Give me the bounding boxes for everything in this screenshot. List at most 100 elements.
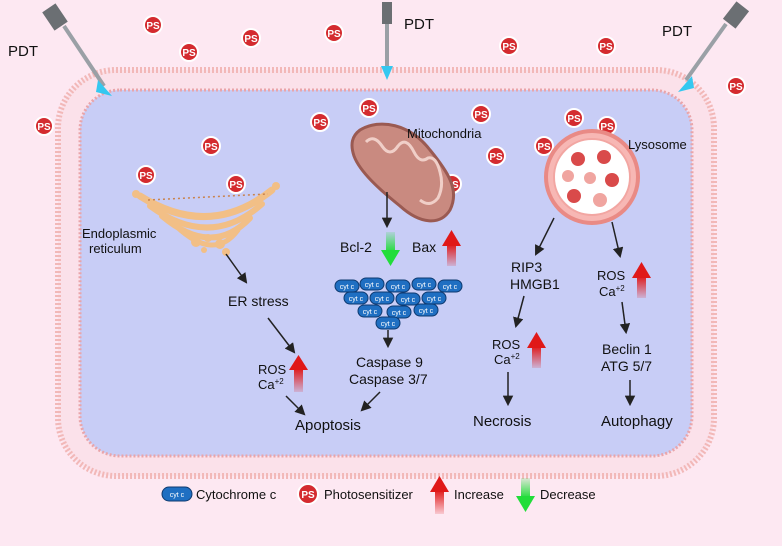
beclin1-label: Beclin 1 (602, 341, 652, 357)
legend-increase-label: Increase (454, 487, 504, 502)
increase-arrow-icon (442, 230, 461, 266)
svg-text:cyt c: cyt c (427, 296, 442, 303)
cytochrome-c-icon: cyt c (375, 316, 401, 330)
legend-decrease-arrow-icon (516, 478, 535, 512)
ps-badge: PS (34, 116, 54, 136)
svg-text:PS: PS (37, 122, 51, 133)
lysosome-icon (544, 129, 640, 225)
caspase37-label: Caspase 3/7 (349, 371, 428, 387)
ps-badge: PS (143, 15, 163, 35)
ca-text: Ca (258, 377, 275, 392)
cytochrome-c-icon: cyt c (359, 277, 385, 291)
ca-superscript: +2 (275, 377, 285, 386)
pdt-probe-right (678, 1, 750, 92)
atg57-label: ATG 5/7 (601, 358, 652, 374)
decrease-arrow-icon (381, 232, 400, 266)
arrow-ros-to-beclin (619, 301, 631, 335)
svg-text:PS: PS (537, 142, 551, 153)
ca-label-autophagy: Ca+2 (599, 284, 625, 299)
svg-text:cyt c: cyt c (443, 284, 458, 291)
svg-text:cyt c: cyt c (349, 296, 364, 303)
svg-text:PS: PS (301, 490, 315, 501)
necrosis-label: Necrosis (473, 413, 531, 430)
cytochrome-c-icon: cyt c (369, 291, 395, 305)
hmgb1-label: HMGB1 (510, 276, 560, 292)
legend-increase-arrow-icon (430, 476, 449, 514)
svg-text:PS: PS (313, 118, 327, 129)
svg-text:PS: PS (567, 114, 581, 125)
ca-superscript: +2 (616, 284, 626, 293)
arrow-caspase-to-apoptosis (360, 391, 381, 412)
svg-text:PS: PS (502, 42, 516, 53)
ps-badge: PS (534, 136, 554, 156)
svg-text:cyt c: cyt c (365, 282, 380, 289)
svg-text:cyt c: cyt c (417, 282, 432, 289)
cytochrome-c-icon: cyt c (343, 291, 369, 305)
cytochrome-c-icon: cyt c (386, 305, 412, 319)
er-label-line2: reticulum (89, 241, 142, 256)
ps-badge: PS (726, 76, 746, 96)
mitochondria-icon (350, 122, 456, 223)
bcl2-label: Bcl-2 (340, 239, 372, 255)
ps-badge: PS (241, 28, 261, 48)
svg-text:cyt c: cyt c (401, 297, 416, 304)
svg-text:PS: PS (146, 21, 160, 32)
bax-label: Bax (412, 239, 436, 255)
ca-superscript: +2 (511, 352, 521, 361)
cytochrome-c-icon: cyt c (334, 279, 360, 293)
legend: cyt c Cytochrome c PS Photosensitizer In… (161, 476, 596, 514)
endoplasmic-reticulum-icon (132, 182, 280, 256)
arrow-rip3-to-ros (513, 295, 525, 329)
ps-badge: PS (499, 36, 519, 56)
legend-decrease-label: Decrease (540, 487, 596, 502)
caspase9-label: Caspase 9 (356, 354, 423, 370)
svg-text:PS: PS (599, 42, 613, 53)
legend-photosensitizer-label: Photosensitizer (324, 487, 414, 502)
svg-text:cyt c: cyt c (381, 321, 396, 328)
cytochrome-c-icon: cyt c (385, 279, 411, 293)
svg-text:cyt c: cyt c (170, 492, 185, 499)
svg-text:cyt c: cyt c (363, 309, 378, 316)
autophagy-label: Autophagy (601, 413, 673, 430)
svg-text:PS: PS (474, 110, 488, 121)
ps-badge: PS (226, 174, 246, 194)
cytochrome-c-icon: cyt c (395, 292, 421, 306)
cytochrome-c-icon: cyt c (413, 303, 439, 317)
legend-ps-icon: PS (297, 483, 319, 505)
ros-label-autophagy: ROS (597, 268, 626, 283)
arrow-lyso-to-rip3 (535, 217, 555, 256)
svg-text:PS: PS (139, 171, 153, 182)
ps-badge: PS (359, 98, 379, 118)
pdt-label-left: PDT (8, 43, 38, 60)
svg-text:PS: PS (327, 29, 341, 40)
svg-text:PS: PS (182, 48, 196, 59)
arrow-stress-to-ros (267, 317, 296, 354)
cytochrome-c-icon: cyt c (411, 277, 437, 291)
er-stress-label: ER stress (228, 293, 289, 309)
ps-badge: PS (179, 42, 199, 62)
ps-badge: PS (310, 112, 330, 132)
ca-label-er: Ca+2 (258, 377, 284, 392)
mitochondria-label: Mitochondria (407, 126, 482, 141)
svg-text:cyt c: cyt c (392, 310, 407, 317)
arrow-ros-to-apoptosis (285, 395, 306, 416)
ps-badge: PS (471, 104, 491, 124)
ps-badge: PS (136, 165, 156, 185)
ps-badge: PS (486, 146, 506, 166)
lysosome-label: Lysosome (628, 137, 687, 152)
svg-text:PS: PS (729, 82, 743, 93)
cytochrome-c-icon: cyt c (357, 304, 383, 318)
increase-arrow-icon (527, 332, 546, 368)
pdt-label-center: PDT (404, 16, 434, 33)
ros-label-necrosis: ROS (492, 337, 521, 352)
ca-text: Ca (494, 352, 511, 367)
svg-text:cyt c: cyt c (419, 308, 434, 315)
increase-arrow-icon (632, 262, 651, 298)
svg-text:cyt c: cyt c (375, 296, 390, 303)
svg-text:cyt c: cyt c (340, 284, 355, 291)
rip3-label: RIP3 (511, 259, 542, 275)
cytochrome-c-icon: cyt c (421, 291, 447, 305)
svg-text:PS: PS (600, 122, 614, 133)
